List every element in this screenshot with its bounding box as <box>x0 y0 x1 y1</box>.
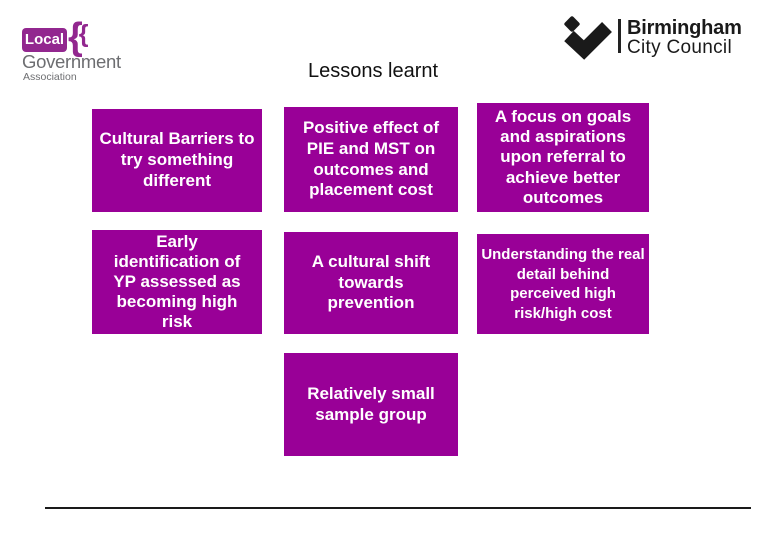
lesson-box-cultural-barriers: Cultural Barriers to try something diffe… <box>92 109 262 212</box>
bcc-logo: Birmingham City Council <box>561 15 761 63</box>
lga-logo: Local {{ Government Association <box>22 16 142 84</box>
bcc-name-label: Birmingham <box>627 17 742 39</box>
lga-association-label: Association <box>23 71 77 83</box>
lesson-box-understanding-detail: Understanding the real detail behind per… <box>477 234 649 334</box>
bottom-rule <box>45 507 751 509</box>
lesson-box-positive-effect: Positive effect of PIE and MST on outcom… <box>284 107 458 212</box>
lga-government-label: Government <box>22 51 121 72</box>
lesson-box-cultural-shift: A cultural shift towards prevention <box>284 232 458 334</box>
lga-local-badge: Local <box>22 28 67 52</box>
bcc-subname-label: City Council <box>627 37 732 58</box>
lga-brace-icon: {{ <box>68 16 89 59</box>
lesson-box-early-identification: Early identification of YP assessed as b… <box>92 230 262 334</box>
bcc-heart-icon <box>564 16 612 60</box>
lesson-box-focus-on-goals: A focus on goals and aspirations upon re… <box>477 103 649 212</box>
page-title: Lessons learnt <box>307 60 439 82</box>
bcc-divider <box>618 19 621 53</box>
lesson-box-small-sample: Relatively small sample group <box>284 353 458 456</box>
lga-brace-small: { <box>78 20 89 48</box>
